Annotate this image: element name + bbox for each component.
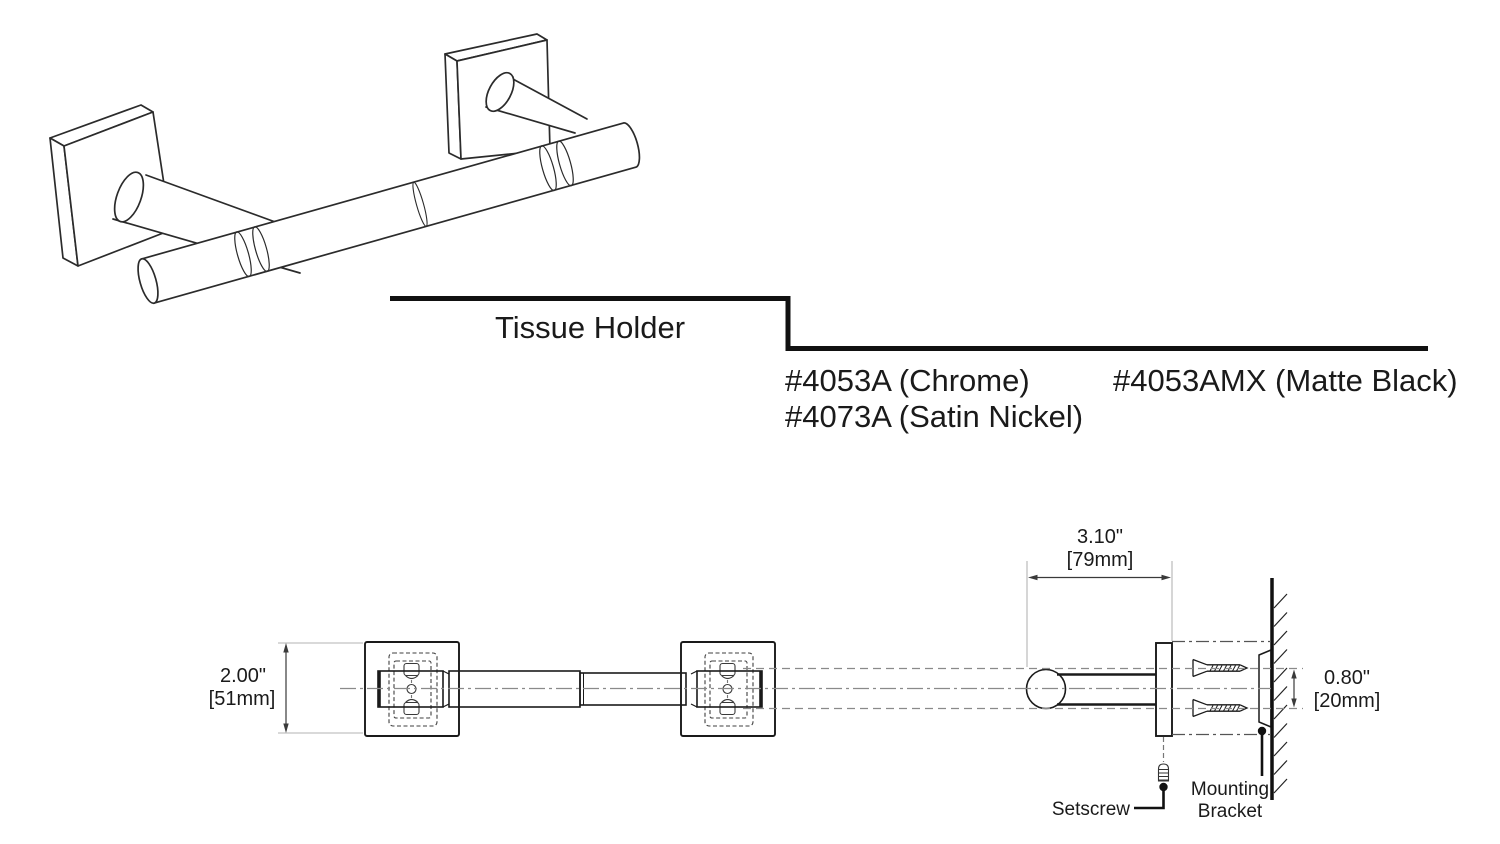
plate-height-mm: [51mm] <box>209 688 276 710</box>
hidden-bracket-left <box>388 652 438 727</box>
product-number-chrome: #4053A (Chrome) <box>785 363 1030 398</box>
iso-roller-bar <box>137 122 641 305</box>
arrow-down-icon <box>1291 698 1297 708</box>
isometric-product-drawing <box>49 33 641 305</box>
construction-lines <box>340 640 1303 762</box>
arrow-left-icon <box>1028 574 1038 581</box>
product-number-matte-black: #4053AMX (Matte Black) <box>1113 363 1458 398</box>
product-number-satin-nickel: #4073A (Satin Nickel) <box>785 399 1083 434</box>
setscrew-label: Setscrew <box>1052 799 1130 820</box>
leader-dot <box>1257 726 1267 736</box>
arrow-up-icon <box>1291 669 1297 679</box>
product-numbers: #4053A (Chrome) #4053AMX (Matte Black) #… <box>785 363 1458 434</box>
dimension-plate-height: 2.00" [51mm] <box>209 642 363 734</box>
setscrew-glyph <box>1157 763 1170 782</box>
callout-mounting-bracket: Mounting Bracket <box>1191 726 1269 822</box>
wall-hatching <box>1273 593 1288 794</box>
mounting-bracket-label-line2: Bracket <box>1198 801 1263 822</box>
projection-mm: [79mm] <box>1067 549 1134 571</box>
product-title: Tissue Holder <box>495 310 685 345</box>
iso-right-post <box>485 71 588 134</box>
leader-dot <box>1159 782 1168 792</box>
side-view <box>1025 578 1288 800</box>
arrow-up-icon <box>283 643 289 653</box>
side-wall-plate <box>1155 642 1173 737</box>
arrow-down-icon <box>283 723 289 733</box>
mounting-bracket-label-line1: Mounting <box>1191 779 1269 800</box>
bar-diameter-mm: [20mm] <box>1314 690 1381 712</box>
callout-setscrew: Setscrew <box>1052 782 1168 820</box>
wall-section <box>1270 578 1288 800</box>
projection-inches: 3.10" <box>1077 526 1123 548</box>
bar-diameter-inches: 0.80" <box>1324 667 1370 689</box>
hidden-bracket-right <box>704 652 754 727</box>
divider-rule <box>390 296 1428 351</box>
plate-height-inches: 2.00" <box>220 665 266 687</box>
arrow-right-icon <box>1161 574 1171 581</box>
dimension-bar-diameter: 0.80" [20mm] <box>1291 667 1380 712</box>
dimension-projection: 3.10" [79mm] <box>1026 526 1173 667</box>
side-post-arm <box>1057 673 1156 706</box>
